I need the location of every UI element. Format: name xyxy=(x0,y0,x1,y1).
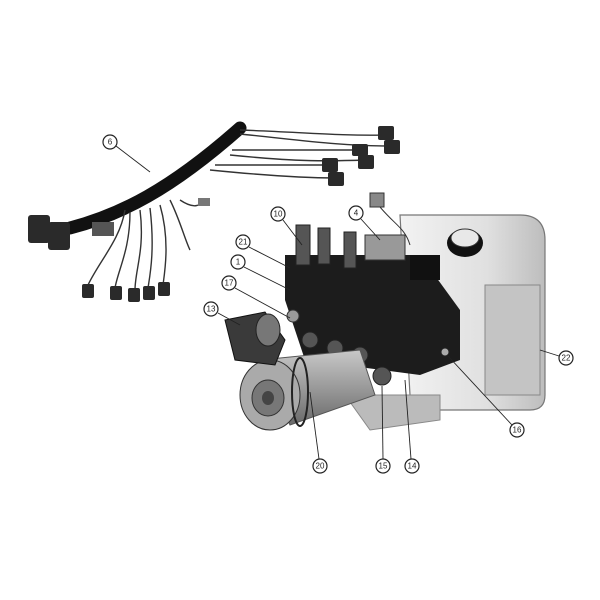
callout-17: 17 xyxy=(221,275,237,291)
callout-22: 22 xyxy=(558,350,574,366)
svg-text:17: 17 xyxy=(225,279,234,288)
callout-15: 15 xyxy=(375,458,391,474)
callout-1: 1 xyxy=(230,254,246,270)
svg-text:22: 22 xyxy=(562,354,571,363)
wiring-harness xyxy=(28,121,400,302)
svg-text:10: 10 xyxy=(274,210,283,219)
svg-text:1: 1 xyxy=(236,258,241,267)
svg-text:14: 14 xyxy=(408,462,417,471)
svg-text:15: 15 xyxy=(379,462,388,471)
svg-text:16: 16 xyxy=(513,426,522,435)
svg-text:4: 4 xyxy=(354,209,359,218)
callout-16: 16 xyxy=(509,422,525,438)
callout-21: 21 xyxy=(235,234,251,250)
svg-text:20: 20 xyxy=(316,462,325,471)
callout-6: 6 xyxy=(102,134,118,150)
svg-text:21: 21 xyxy=(239,238,248,247)
callout-10: 10 xyxy=(270,206,286,222)
svg-text:6: 6 xyxy=(108,138,113,147)
callout-14: 14 xyxy=(404,458,420,474)
callout-13: 13 xyxy=(203,301,219,317)
svg-text:13: 13 xyxy=(207,305,216,314)
callout-20: 20 xyxy=(312,458,328,474)
pump-motor xyxy=(224,311,376,431)
callout-4: 4 xyxy=(348,205,364,221)
leader-lines xyxy=(115,145,560,460)
valve-block xyxy=(285,192,460,386)
